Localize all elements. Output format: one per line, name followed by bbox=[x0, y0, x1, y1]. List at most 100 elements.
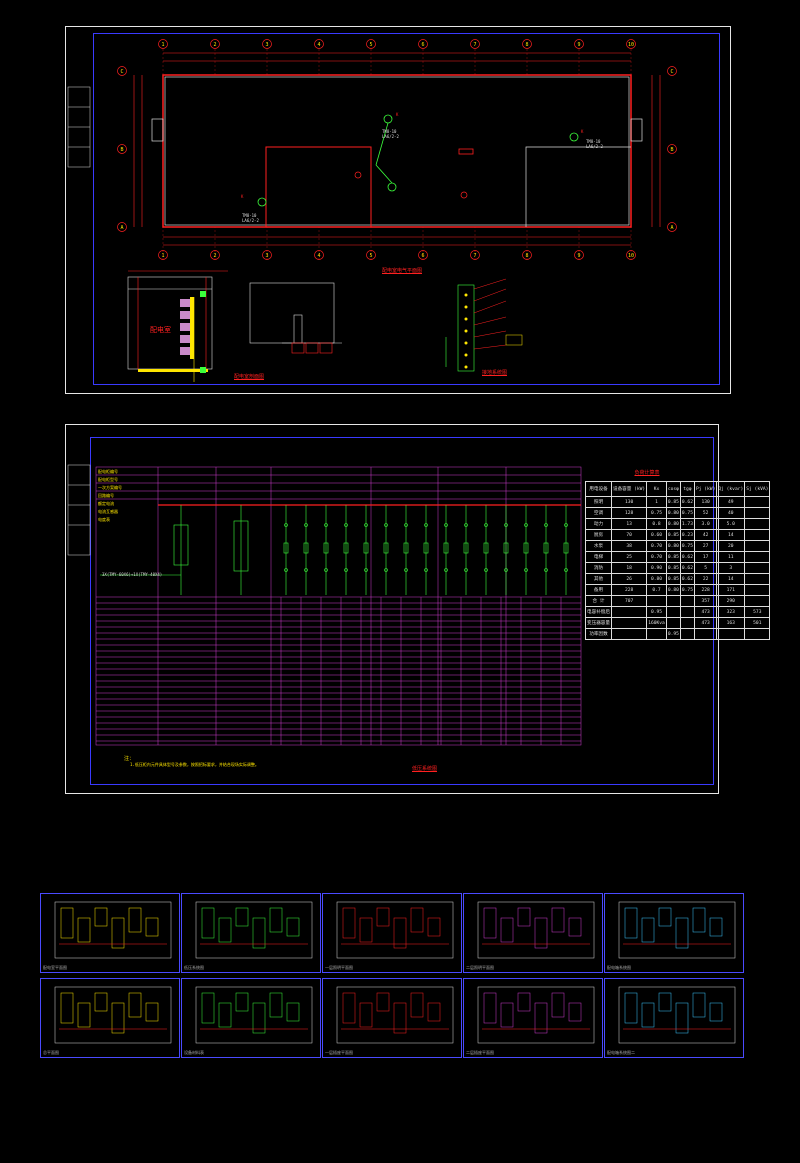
table-cell: 14 bbox=[716, 573, 746, 585]
load-table-header: 用电设备 bbox=[585, 481, 612, 497]
table-cell bbox=[744, 529, 771, 541]
drawing-thumbnail[interactable]: 配电室平面图 bbox=[40, 893, 180, 973]
table-cell bbox=[744, 595, 771, 607]
system-row-label: 额定电流 bbox=[98, 501, 114, 506]
thumbnail-title: 设备材料表 bbox=[184, 1050, 204, 1055]
drawing-thumbnail[interactable]: 一层插座平面图 bbox=[322, 978, 462, 1058]
table-cell: 49 bbox=[716, 496, 746, 508]
load-table-header: Sj (kVA) bbox=[744, 481, 771, 497]
thumbnail-preview bbox=[195, 986, 313, 1044]
drawing-thumbnail[interactable]: 配电箱系统图 bbox=[604, 893, 744, 973]
table-cell: 22 bbox=[693, 573, 718, 585]
drawing-sheet-system[interactable]: 3X(TMY-60X6)+1X(TMY-40X4) 配电柜编号配电柜型号一次方案… bbox=[65, 424, 771, 794]
table-cell: 0.23 bbox=[679, 529, 695, 541]
drawing-thumbnail[interactable]: 二层照明平面图 bbox=[463, 893, 603, 973]
axis-bubble bbox=[210, 39, 220, 49]
table-cell bbox=[665, 595, 681, 607]
drawing-thumbnail[interactable]: 一层照明平面图 bbox=[322, 893, 462, 973]
axis-number: 7 bbox=[473, 42, 476, 48]
table-cell: 0.60 bbox=[646, 529, 667, 541]
table-cell: 0.75 bbox=[679, 507, 695, 519]
load-table-header: tgφ bbox=[679, 481, 695, 497]
drawing-thumbnail[interactable]: 二层插座平面图 bbox=[463, 978, 603, 1058]
equipment-label: TM8-10 bbox=[382, 129, 397, 134]
thumbnail-preview bbox=[618, 986, 736, 1044]
table-cell bbox=[744, 496, 771, 508]
table-cell: 3 bbox=[716, 562, 746, 574]
axis-bubble bbox=[667, 222, 677, 232]
thumbnail-title: 配电箱系统图 bbox=[607, 965, 631, 970]
axis-number: 5 bbox=[369, 42, 372, 48]
table-cell: 290 bbox=[716, 595, 746, 607]
room-label: 配电室 bbox=[150, 326, 171, 334]
thumbnail-strip: 配电室平面图低压系统图一层照明平面图 二层照明平面图配电箱系统图总平面图设备材料表… bbox=[40, 893, 744, 1058]
table-cell bbox=[679, 628, 695, 640]
thumbnail-preview bbox=[336, 901, 454, 959]
table-cell: 357 bbox=[693, 595, 718, 607]
drawing-thumbnail[interactable]: 设备材料表 bbox=[181, 978, 321, 1058]
axis-number: 10 bbox=[628, 42, 634, 48]
system-row-label: 电流互感器 bbox=[98, 509, 118, 514]
table-cell bbox=[744, 562, 771, 574]
table-cell: 18 bbox=[610, 562, 648, 574]
table-cell: 473 bbox=[693, 606, 718, 618]
table-cell: 130 bbox=[693, 496, 718, 508]
table-cell: 573 bbox=[744, 606, 771, 618]
table-cell: 128 bbox=[610, 507, 648, 519]
thumbnail-preview bbox=[54, 986, 172, 1044]
table-cell: 1.73 bbox=[679, 518, 695, 530]
table-cell: 0.80 bbox=[646, 573, 667, 585]
note-title: 注： bbox=[124, 756, 135, 762]
load-table-header: Qj (kvar) bbox=[716, 481, 746, 497]
table-cell: 合 计 bbox=[585, 595, 612, 607]
table-cell: 13 bbox=[610, 518, 648, 530]
table-cell: 42 bbox=[693, 529, 718, 541]
table-cell bbox=[665, 617, 681, 629]
table-cell: 0.85 bbox=[665, 496, 681, 508]
table-cell: 电梯 bbox=[585, 551, 612, 563]
drawing-thumbnail[interactable]: 低压系统图 bbox=[181, 893, 321, 973]
axis-number: 2 bbox=[213, 42, 216, 48]
thumbnail-title: 二层插座平面图 bbox=[466, 1050, 494, 1055]
equipment-label: LA6/2-2 bbox=[382, 134, 399, 139]
thumbnail-preview bbox=[618, 901, 736, 959]
bus-label: 3X(TMY-60X6)+1X(TMY-40X4) bbox=[102, 572, 163, 577]
axis-number: 1 bbox=[161, 42, 164, 48]
axis-bubble bbox=[262, 39, 272, 49]
sheet-inner-frame bbox=[93, 33, 720, 385]
table-cell: 备用 bbox=[585, 584, 612, 596]
table-cell: 空调 bbox=[585, 507, 612, 519]
table-cell: 0.75 bbox=[679, 584, 695, 596]
table-cell: 501 bbox=[744, 617, 771, 629]
table-cell: 160Kva bbox=[646, 617, 667, 629]
table-cell: 130 bbox=[610, 496, 648, 508]
table-cell: 0.80 bbox=[665, 584, 681, 596]
table-cell: 0.85 bbox=[665, 573, 681, 585]
thumbnail-preview bbox=[336, 986, 454, 1044]
drawing-thumbnail[interactable]: 配电箱系统图二 bbox=[604, 978, 744, 1058]
system-title: 低压系统图 bbox=[412, 766, 438, 772]
drawing-thumbnail[interactable]: 总平面图 bbox=[40, 978, 180, 1058]
table-cell: 照明 bbox=[585, 496, 612, 508]
system-row-label: 一次方案编号 bbox=[98, 485, 122, 490]
thumbnail-preview bbox=[54, 901, 172, 959]
axis-bubble bbox=[117, 66, 127, 76]
axis-bubble bbox=[667, 66, 677, 76]
table-cell bbox=[679, 617, 695, 629]
table-cell: 14 bbox=[716, 529, 746, 541]
table-cell bbox=[679, 606, 695, 618]
table-cell bbox=[679, 595, 695, 607]
thumbnail-title: 一层照明平面图 bbox=[325, 965, 353, 970]
table-cell: 0.85 bbox=[665, 551, 681, 563]
axis-bubble bbox=[366, 39, 376, 49]
table-cell bbox=[716, 628, 746, 640]
svg-text:K: K bbox=[396, 112, 399, 117]
axis-bubble bbox=[117, 222, 127, 232]
axis-bubble bbox=[522, 39, 532, 49]
table-cell: 厨房 bbox=[585, 529, 612, 541]
